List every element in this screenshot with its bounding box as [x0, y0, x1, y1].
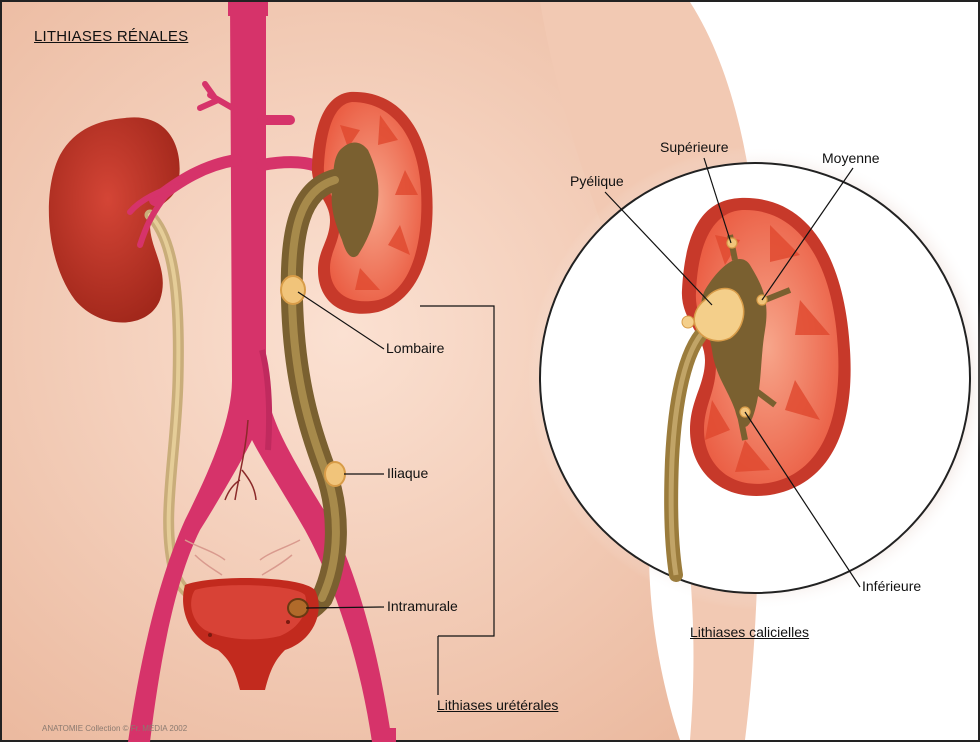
page-title: LITHIASES RÉNALES: [34, 28, 188, 45]
stone-lombaire: [281, 276, 305, 304]
label-intramurale: Intramurale: [387, 598, 458, 614]
stone-iliaque: [325, 462, 345, 486]
label-superieure: Supérieure: [660, 139, 729, 155]
right-renal-artery: [262, 162, 320, 168]
label-iliaque: Iliaque: [387, 465, 428, 481]
label-lithiases-calicielles: Lithiases calicielles: [690, 624, 809, 640]
label-inferieure: Inférieure: [862, 578, 921, 594]
copyright-watermark: ANATOMIE Collection © Fr. MÉDIA 2002: [42, 724, 187, 733]
label-pyelique: Pyélique: [570, 173, 624, 189]
label-moyenne: Moyenne: [822, 150, 880, 166]
stone-superieure: [727, 238, 737, 248]
label-lithiases-ureterales: Lithiases urétérales: [437, 697, 558, 713]
label-lombaire: Lombaire: [386, 340, 444, 356]
stone-intramurale: [288, 599, 308, 617]
